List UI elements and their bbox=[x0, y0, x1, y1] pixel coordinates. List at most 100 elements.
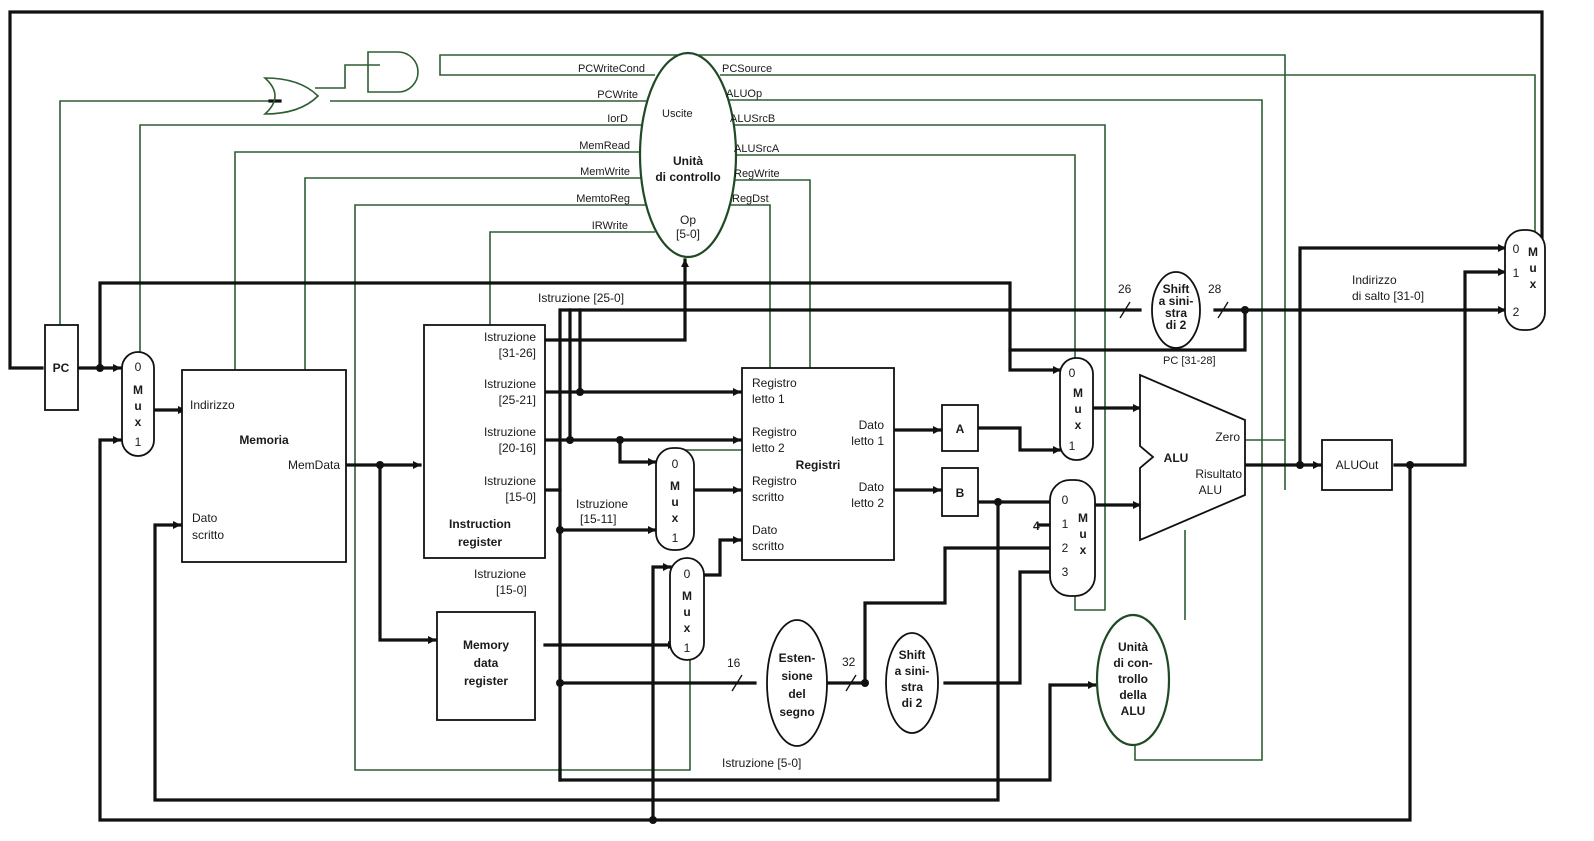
aluout-register: ALUOut bbox=[1321, 439, 1393, 491]
svg-text:M: M bbox=[682, 589, 692, 603]
control-signal-labels: PCWriteCond PCWrite IorD MemRead MemWrit… bbox=[576, 63, 780, 232]
svg-text:u: u bbox=[1074, 402, 1081, 416]
sig-iord: IorD bbox=[607, 113, 628, 125]
alu-zero-label: Zero bbox=[1215, 430, 1240, 444]
label-istr-15-0-a: Istruzione bbox=[474, 567, 526, 581]
svg-text:Istruzione: Istruzione bbox=[484, 474, 536, 488]
svg-text:x: x bbox=[1080, 543, 1087, 557]
label-jump-2: di salto [31-0] bbox=[1352, 289, 1424, 303]
svg-text:3: 3 bbox=[1062, 565, 1069, 579]
svg-text:Dato: Dato bbox=[859, 418, 885, 432]
mux-regdst: 0 M u x 1 bbox=[655, 447, 695, 551]
svg-text:Registro: Registro bbox=[752, 425, 797, 439]
svg-text:u: u bbox=[1079, 527, 1086, 541]
svg-text:segno: segno bbox=[779, 705, 814, 719]
svg-text:1: 1 bbox=[1062, 517, 1069, 531]
sig-alusrca: ALUSrcA bbox=[734, 143, 780, 155]
svg-text:ALU: ALU bbox=[1121, 704, 1146, 718]
memory-write-data-1: Dato bbox=[192, 511, 218, 525]
alu-control: Unità di con- trollo della ALU bbox=[1095, 613, 1171, 747]
svg-text:1: 1 bbox=[684, 641, 691, 655]
label-32: 32 bbox=[842, 655, 856, 669]
svg-text:x: x bbox=[672, 511, 679, 525]
svg-text:B: B bbox=[956, 486, 965, 500]
svg-text:0: 0 bbox=[1513, 242, 1520, 256]
svg-text:della: della bbox=[1119, 688, 1147, 702]
svg-text:trollo: trollo bbox=[1118, 672, 1148, 686]
svg-text:sione: sione bbox=[781, 669, 813, 683]
shift-left-2-top: Shift a sini- stra di 2 bbox=[1151, 271, 1201, 349]
label-16: 16 bbox=[727, 656, 741, 670]
control-op-2: [5-0] bbox=[676, 227, 700, 241]
svg-text:0: 0 bbox=[135, 360, 142, 374]
sig-memwrite: MemWrite bbox=[580, 166, 630, 178]
svg-text:Esten-: Esten- bbox=[779, 651, 816, 665]
alu-title: ALU bbox=[1164, 451, 1189, 465]
svg-text:di con-: di con- bbox=[1113, 656, 1152, 670]
label-26: 26 bbox=[1118, 282, 1132, 296]
svg-text:x: x bbox=[1075, 418, 1082, 432]
svg-text:[25-21]: [25-21] bbox=[499, 393, 536, 407]
mux-alusrca: 0 M u x 1 bbox=[1059, 357, 1094, 461]
memory-write-data-2: scritto bbox=[192, 528, 224, 542]
svg-text:ALUOut: ALUOut bbox=[1336, 458, 1379, 472]
label-jump-1: Indirizzo bbox=[1352, 273, 1397, 287]
sig-pcwrite: PCWrite bbox=[597, 89, 638, 101]
sign-extend: Esten- sione del segno bbox=[766, 619, 828, 747]
control-title-1: Unità bbox=[673, 154, 703, 168]
svg-text:scritto: scritto bbox=[752, 539, 784, 553]
sig-regdst: RegDst bbox=[732, 193, 769, 205]
control-outputs-label: Uscite bbox=[662, 108, 693, 120]
label-28: 28 bbox=[1208, 282, 1222, 296]
svg-text:Memory: Memory bbox=[463, 638, 509, 652]
label-four: 4 bbox=[1033, 519, 1040, 533]
register-b: B bbox=[941, 467, 979, 517]
svg-text:u: u bbox=[134, 399, 141, 413]
svg-text:M: M bbox=[1078, 511, 1088, 525]
svg-text:2: 2 bbox=[1062, 541, 1069, 555]
mux-pcsource: 0 1 2 M u x bbox=[1504, 229, 1546, 331]
svg-text:Istruzione: Istruzione bbox=[484, 425, 536, 439]
registers-title: Registri bbox=[796, 458, 841, 472]
svg-text:Dato: Dato bbox=[752, 523, 778, 537]
svg-text:x: x bbox=[135, 415, 142, 429]
svg-text:M: M bbox=[1528, 245, 1538, 259]
memory-title: Memoria bbox=[239, 433, 289, 447]
svg-text:register: register bbox=[464, 674, 508, 688]
alu-result-2: ALU bbox=[1199, 483, 1222, 497]
control-unit: Uscite Unità di controllo Op [5-0] bbox=[638, 51, 738, 259]
label-istr-5-0: Istruzione [5-0] bbox=[722, 756, 801, 770]
sig-pcsource: PCSource bbox=[722, 63, 772, 75]
svg-text:A: A bbox=[956, 422, 965, 436]
svg-text:Dato: Dato bbox=[859, 480, 885, 494]
svg-text:x: x bbox=[1530, 277, 1537, 291]
svg-text:M: M bbox=[133, 383, 143, 397]
control-title-2: di controllo bbox=[655, 170, 720, 184]
sig-memtoreg: MemtoReg bbox=[576, 193, 630, 205]
svg-text:[20-16]: [20-16] bbox=[499, 441, 536, 455]
svg-text:0: 0 bbox=[672, 457, 679, 471]
svg-text:0: 0 bbox=[1062, 493, 1069, 507]
svg-text:0: 0 bbox=[1069, 366, 1076, 380]
svg-text:stra: stra bbox=[1165, 306, 1187, 320]
instruction-register: Istruzione [31-26] Istruzione [25-21] Is… bbox=[423, 324, 546, 559]
svg-text:Shift: Shift bbox=[899, 648, 926, 662]
svg-text:Registro: Registro bbox=[752, 376, 797, 390]
svg-text:Registro: Registro bbox=[752, 474, 797, 488]
svg-text:1: 1 bbox=[135, 435, 142, 449]
sig-irwrite: IRWrite bbox=[592, 220, 628, 232]
svg-text:del: del bbox=[788, 687, 805, 701]
wire-labels: Istruzione [25-0] Istruzione [15-11] Ist… bbox=[474, 273, 1424, 770]
alu-result-1: Risultato bbox=[1195, 467, 1242, 481]
svg-text:letto 2: letto 2 bbox=[851, 496, 884, 510]
svg-text:[31-26]: [31-26] bbox=[499, 346, 536, 360]
register-file: Registro letto 1 Registro letto 2 Regist… bbox=[741, 367, 895, 561]
svg-text:M: M bbox=[1073, 386, 1083, 400]
label-istr-15-11-b: [15-11] bbox=[580, 512, 616, 526]
svg-text:x: x bbox=[684, 621, 691, 635]
svg-text:[15-0]: [15-0] bbox=[505, 490, 536, 504]
svg-text:u: u bbox=[1529, 261, 1536, 275]
svg-text:data: data bbox=[474, 656, 499, 670]
svg-text:Shift: Shift bbox=[1163, 282, 1190, 296]
